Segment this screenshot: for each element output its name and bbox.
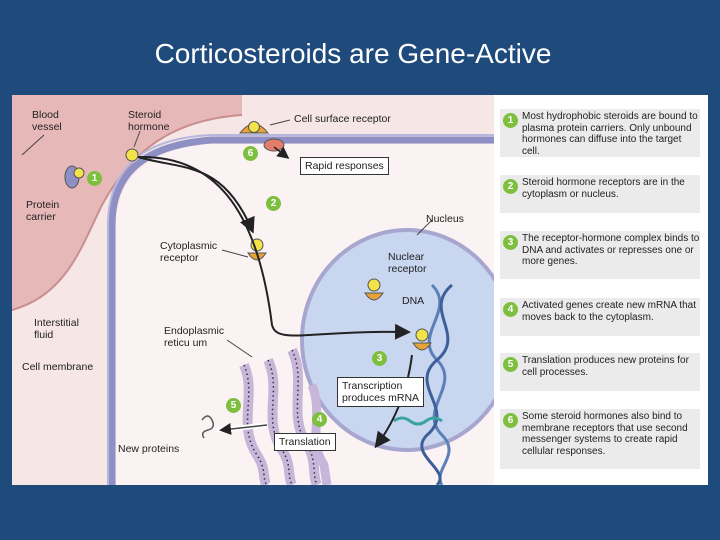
translation-box: Translation [274,433,336,451]
leader-er [226,339,253,358]
diagram-badge-6: 6 [243,146,258,161]
transcription-box: Transcription produces mRNA [337,377,425,407]
dna-bound-receptor [412,342,432,351]
step-3-badge: 3 [503,235,518,250]
protein-carrier-label: Protein carrier [26,199,60,223]
step-5-badge: 5 [503,357,518,372]
step-2-badge: 2 [503,179,518,194]
step-6: 6 Some steroid hormones also bind to mem… [500,409,700,469]
step-4: 4 Activated genes create new mRNA that m… [500,298,700,336]
step-1-badge: 1 [503,113,518,128]
diagram-figure: Blood vessel Steroid hormone Cell surfac… [12,95,708,485]
blood-vessel-wall [12,114,243,311]
step-3: 3 The receptor-hormone complex binds to … [500,231,700,279]
leader-surface-receptor [269,119,291,126]
dna-strand-a [427,283,451,485]
blood-vessel [12,95,242,310]
diagram-badge-4: 4 [312,412,327,427]
dna-strand-b [420,283,453,485]
cell-membrane-label: Cell membrane [22,361,94,373]
leader-cytoplasmic-receptor [221,249,249,258]
steroid-hormone-label: Steroid hormone [128,109,170,133]
step-6-text: Some steroid hormones also bind to membr… [522,411,688,457]
nuclear-receptor-label: Nuclear receptor [388,251,427,275]
diagram-badge-2: 2 [266,196,281,211]
nuclear-hormone [367,278,381,292]
second-messenger [263,138,285,152]
cell-surface-receptor-label: Cell surface receptor [294,113,391,125]
arrow-to-nucleus [137,155,411,340]
diagram-badge-5: 5 [226,398,241,413]
cytoplasmic-receptor-label: Cytoplasmic receptor [160,240,218,264]
step-5-text: Translation produces new proteins for ce… [522,355,689,378]
diagram-badge-3: 3 [372,351,387,366]
leader-blood-vessel [21,134,45,156]
nuclear-receptor [364,292,384,301]
step-6-badge: 6 [503,413,518,428]
rapid-responses-box: Rapid responses [300,157,389,175]
nucleus-label: Nucleus [426,213,464,225]
arrow-rapid-responses [273,146,290,159]
dna-bound-hormone [415,328,429,342]
new-protein-shape [201,415,215,439]
er-strand-4 [307,383,332,485]
leader-nucleus [416,219,433,236]
surface-bound-hormone [248,121,260,133]
cell-membrane [108,136,494,485]
step-1-text: Most hydrophobic steroids are bound to p… [522,111,698,157]
steroid-hormone [125,148,139,162]
step-2-text: Steroid hormone receptors are in the cyt… [522,177,685,200]
diagram-badge-1: 1 [87,171,102,186]
leader-steroid [133,130,141,148]
bound-hormone [73,167,85,179]
new-proteins-label: New proteins [118,443,180,455]
step-2: 2 Steroid hormone receptors are in the c… [500,175,700,213]
step-3-text: The receptor-hormone complex binds to DN… [522,233,700,267]
dna-label: DNA [402,295,425,307]
step-4-text: Activated genes create new mRNA that mov… [522,300,696,323]
endoplasmic-reticulum-label: Endoplasmic reticu um [164,325,225,349]
step-1: 1 Most hydrophobic steroids are bound to… [500,109,700,157]
arrow-transcription [374,354,413,449]
slide-title: Corticosteroids are Gene-Active [154,38,552,69]
arrow-new-proteins [219,423,268,435]
mrna-strand [393,416,443,426]
ribosomes [243,349,318,485]
blood-vessel-label: Blood vessel [32,109,62,133]
steps-panel: 1 Most hydrophobic steroids are bound to… [494,95,708,485]
interstitial-fluid-label: Interstitial fluid [34,317,79,341]
step-4-badge: 4 [503,302,518,317]
step-5: 5 Translation produces new proteins for … [500,353,700,391]
